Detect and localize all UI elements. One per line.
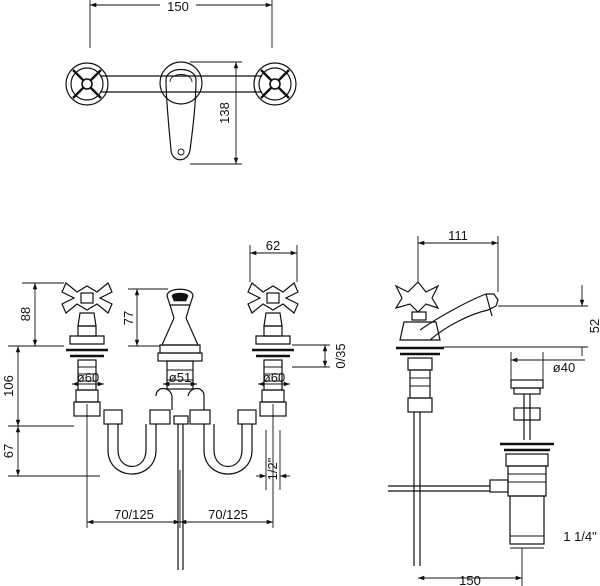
side-tap-body (394, 281, 499, 566)
right-spacing-label: 70/125 (208, 507, 248, 522)
left-cross-handle-top (65, 62, 109, 106)
right-valve-diameter-label: ø60 (263, 370, 285, 385)
spout-drop-label: 52 (587, 319, 600, 333)
thread-label: 1/2" (265, 457, 280, 480)
left-valve-diameter-label: ø60 (77, 370, 99, 385)
tail-length-label: 67 (1, 444, 16, 458)
spout-reach-label: 111 (448, 228, 468, 243)
body-height-label: 106 (1, 375, 16, 397)
centre-spout (157, 288, 203, 390)
left-valve (61, 282, 113, 403)
handle-height-label: 88 (18, 307, 33, 321)
spout-height-label: 77 (121, 311, 136, 325)
waste-length-label: 150 (459, 573, 481, 586)
front-view: 62 88 77 106 67 0/35 ø60 ø51 ø60 (1, 238, 348, 570)
left-spacing-label: 70/125 (114, 507, 154, 522)
top-height-label: 138 (217, 102, 232, 124)
waste-diameter-label: ø40 (553, 360, 575, 375)
lever-handle-top (159, 61, 203, 161)
side-view: 111 52 ø40 1 1/4" 150 (388, 228, 600, 586)
waste-thread-label: 1 1/4" (563, 529, 597, 544)
connecting-pipes (73, 387, 287, 570)
top-view: 150 138 (65, 0, 297, 165)
side-spacing-label: 62 (266, 238, 280, 253)
right-cross-handle-top (253, 62, 297, 106)
deck-range-label: 0/35 (333, 343, 348, 368)
top-width-label: 150 (167, 0, 189, 14)
spout-diameter-label: ø51 (169, 370, 191, 385)
right-valve (247, 282, 299, 403)
waste-assembly (388, 379, 554, 545)
